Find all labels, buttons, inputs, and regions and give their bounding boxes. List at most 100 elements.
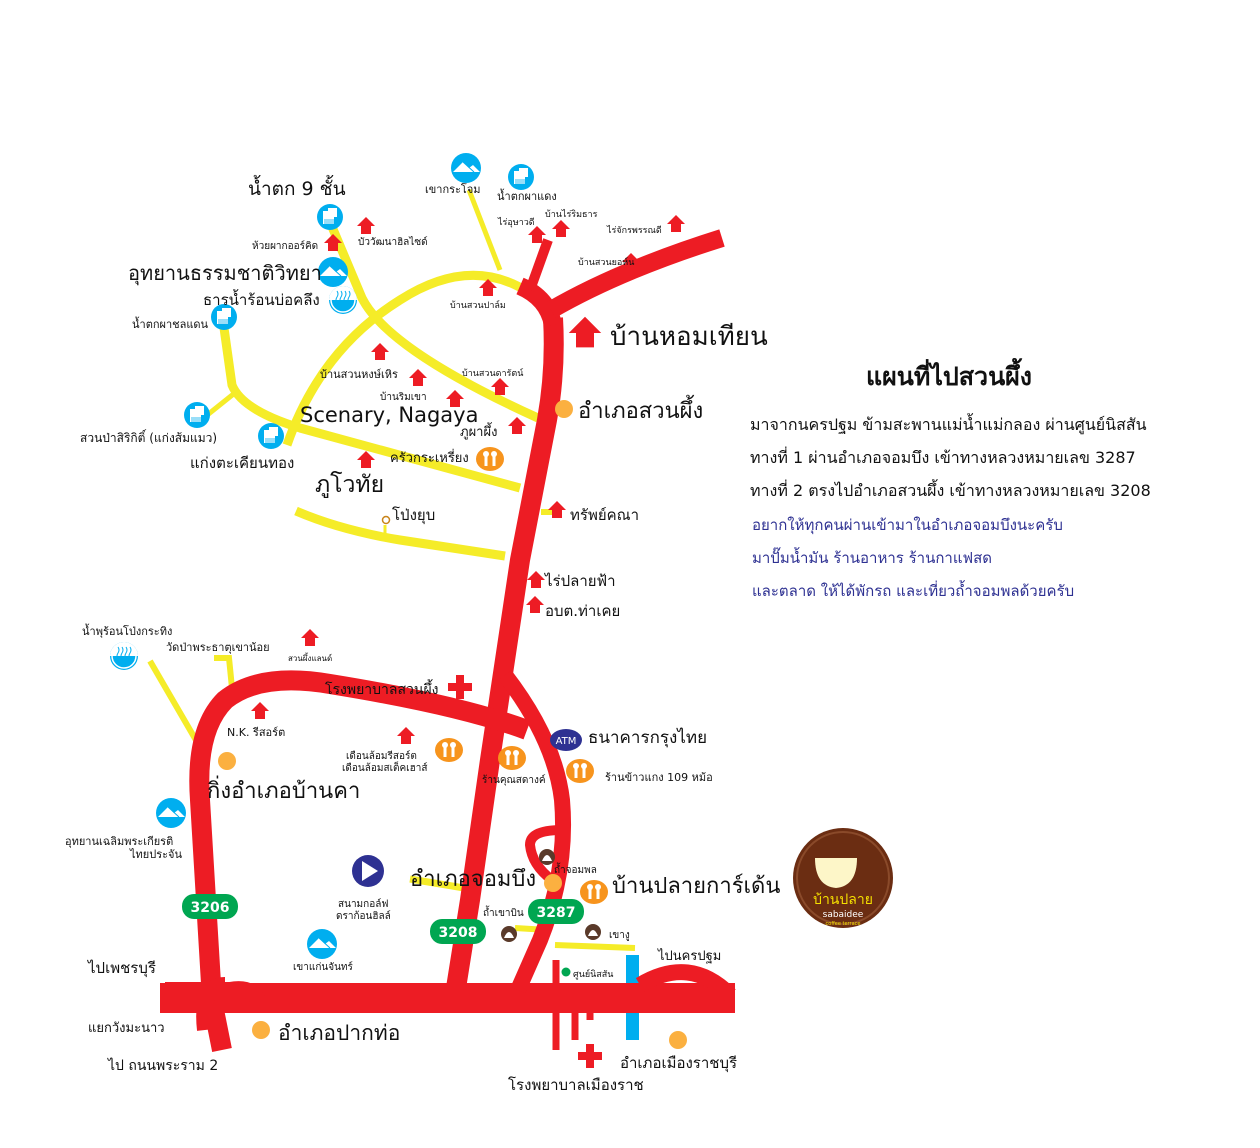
route-shield-3287: 3287: [528, 899, 584, 924]
place-label: สวนผึ้งแลนด์: [288, 652, 332, 663]
mountain-icon: [306, 928, 338, 960]
place-label-major: อำเภอจอมบึง: [410, 867, 536, 892]
place-label: ร้านคุณสดางค์: [482, 774, 546, 786]
place-label: ถ้ำเขาบิน: [483, 905, 524, 919]
place-label: อุทยานเฉลิมพระเกียรติ: [65, 835, 173, 848]
place-label: ภูโวทัย: [315, 471, 384, 498]
route-shield-3206: 3206: [182, 894, 238, 919]
place-label: อำเภอเมืองราชบุรี: [620, 1054, 737, 1073]
direction-line: ทางที่ 2 ตรงไปอำเภอสวนผึ้ง เข้าทางหลวงหม…: [750, 479, 1151, 500]
hot-spring-icon: [109, 641, 139, 671]
minor-roads: [147, 189, 636, 951]
house-icon: [527, 571, 545, 588]
house-icon: [251, 702, 269, 719]
place-label-major: อำเภอปากท่อ: [278, 1021, 400, 1045]
place-label: บัววัฒนาฮิลไซด์: [358, 236, 428, 248]
place-label: ไปเพชรบุรี: [87, 959, 156, 978]
golf-icon: [352, 855, 384, 887]
place-label: วัดป่าพระธาตุเขาน้อย: [166, 641, 270, 654]
place-label: Scenary, Nagaya: [300, 403, 478, 427]
place-label: เดือนล้อมสเต็คเฮาส์: [342, 760, 427, 774]
main-road: [516, 277, 562, 328]
restaurant-icon: [564, 757, 596, 785]
minor-road: [214, 655, 235, 689]
house-icon: [667, 215, 685, 232]
marker-icon: [381, 515, 391, 525]
waterfall-icon: [183, 401, 211, 429]
place-label-major: อำเภอสวนผึ้ง: [578, 395, 703, 424]
place-label: ไร่อุษาวดี: [497, 217, 535, 228]
mountain-icon: [450, 152, 482, 184]
house-icon: [508, 417, 526, 434]
place-label: น้ำตกผาแดง: [497, 188, 557, 203]
minor-road: [294, 506, 506, 561]
note-line: อยากให้ทุกคนผ่านเข้ามาในอำเภอจอมบึงนะครั…: [752, 516, 1063, 535]
minor-road: [325, 220, 540, 423]
place-label: N.K. รีสอร์ต: [227, 726, 285, 739]
note-line: และตลาด ให้ได้พักรถ และเที่ยวถ้ำจอมพลด้ว…: [752, 580, 1074, 600]
place-label: น้ำพุร้อนโป่งกระทิง: [82, 623, 172, 638]
place-label-major: บ้านปลายการ์เด้น: [612, 874, 780, 899]
direction-line: มาจากนครปฐม ข้ามสะพานแม่น้ำแม่กลอง ผ่านศ…: [750, 413, 1147, 435]
ban-plai-logo: บ้านปลาย sabaidee coffee terrace: [793, 828, 893, 928]
place-label: ธนาคารกรุงไทย: [588, 727, 707, 748]
route-shield-3208: 3208: [430, 919, 486, 944]
interchange-west: [165, 977, 268, 1031]
house-icon: [409, 369, 427, 386]
highway-3208: [446, 317, 564, 990]
place-label: ไร่ปลายฟ้า: [544, 572, 616, 590]
green-dot-icon: [561, 967, 571, 977]
restaurant-icon: [433, 736, 465, 764]
minor-road: [147, 659, 200, 744]
minor-road-arc: [282, 270, 531, 447]
house-icon-large: [568, 316, 602, 348]
restaurant-icon: [496, 744, 528, 772]
place-label: บ้านสวนยอห์น: [578, 256, 634, 268]
house-icon: [371, 343, 389, 360]
restaurant-icon: [474, 445, 506, 473]
logo-tag: coffee terrace: [826, 921, 861, 927]
mountain-icon: [155, 797, 187, 829]
minor-road: [466, 189, 503, 271]
place-label: ทรัพย์คณา: [570, 506, 639, 524]
place-label: สนามกอล์ฟ: [338, 898, 388, 910]
place-label: น้ำตก 9 ชั้น: [248, 175, 346, 200]
place-label: เดือนล้อมรีสอร์ต: [346, 750, 417, 762]
place-label: ไป ถนนพระราม 2: [107, 1057, 218, 1074]
place-label: แก่งตะเคียนทอง: [190, 454, 294, 472]
place-label: ไปนครปฐม: [657, 948, 721, 964]
place-label: เขางู: [609, 930, 630, 941]
house-icon: [357, 451, 375, 468]
map-title: แผนที่ไปสวนผึ้ง: [866, 357, 1032, 391]
atm-label: ATM: [556, 736, 577, 747]
atm-icon: ATM: [550, 729, 582, 751]
hospital-cross-icon: [578, 1044, 602, 1068]
place-label: เขาแก่นจันทร์: [293, 961, 353, 973]
logo-sub: sabaidee: [823, 910, 864, 920]
town-dot-icon: [555, 400, 573, 418]
hot-spring-icon: [328, 285, 358, 315]
direction-line: ทางที่ 1 ผ่านอำเภอจอมบึง เข้าทางหลวงหมาย…: [750, 446, 1136, 467]
cave-icon: [585, 924, 601, 940]
place-label: ธารน้ำร้อนบ่อคลึง: [203, 289, 320, 309]
place-label-major: บ้านหอมเทียน: [610, 322, 768, 352]
minor-road: [219, 327, 522, 493]
place-label: อุทยานธรรมชาติวิทยา: [128, 261, 322, 286]
directions-panel: แผนที่ไปสวนผึ้ง มาจากนครปฐม ข้ามสะพานแม่…: [750, 357, 1151, 600]
town-dot-icon: [218, 752, 236, 770]
logo-name: บ้านปลาย: [813, 892, 873, 908]
route-number: 3208: [439, 925, 478, 941]
place-label: ภูผาผึ้ง: [460, 422, 497, 440]
house-icon: [526, 596, 544, 613]
place-label: ไร่จักรพรรณดี: [606, 225, 662, 236]
place-label: ศูนย์นิสสัน: [573, 968, 613, 980]
house-icon: [552, 220, 570, 237]
place-label: โรงพยาบาลเมืองราช: [508, 1076, 644, 1094]
cave-icon: [539, 849, 555, 865]
town-dot-icon: [669, 1031, 687, 1049]
cave-icon: [501, 926, 517, 942]
note-line: มาปั๊มน้ำมัน ร้านอาหาร ร้านกาแฟสด: [752, 547, 992, 567]
house-icon: [397, 727, 415, 744]
place-label: ถ้ำจอมพล: [554, 862, 597, 876]
